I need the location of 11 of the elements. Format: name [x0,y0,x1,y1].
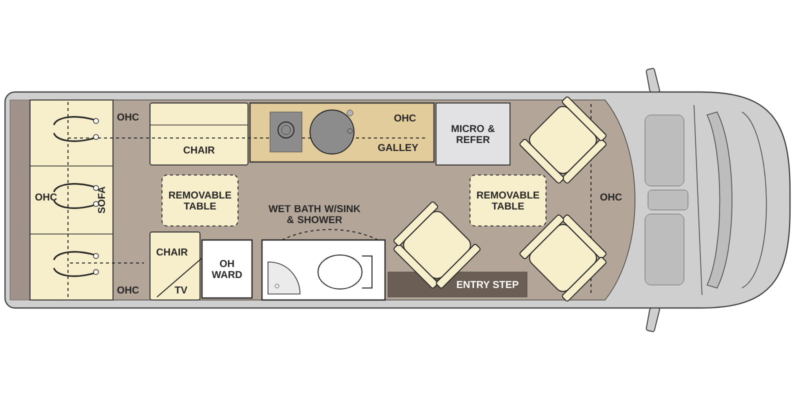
chair-cabinet: CHAIR [150,102,248,166]
node-label: WET BATH W/SINK & SHOWER [268,204,360,224]
removable-table: REMOVABLE TABLE [470,174,546,226]
area-label: OHC [394,114,416,122]
area-label: OHC [117,113,139,121]
area-label: OHC [35,193,57,201]
area-label: OHC [117,286,139,294]
wardrobe-box: OH WARD [201,239,253,299]
appliance-box: MICRO & REFER [436,102,510,166]
area-label: OHC [600,193,622,201]
removable-table: REMOVABLE TABLE [162,174,238,226]
